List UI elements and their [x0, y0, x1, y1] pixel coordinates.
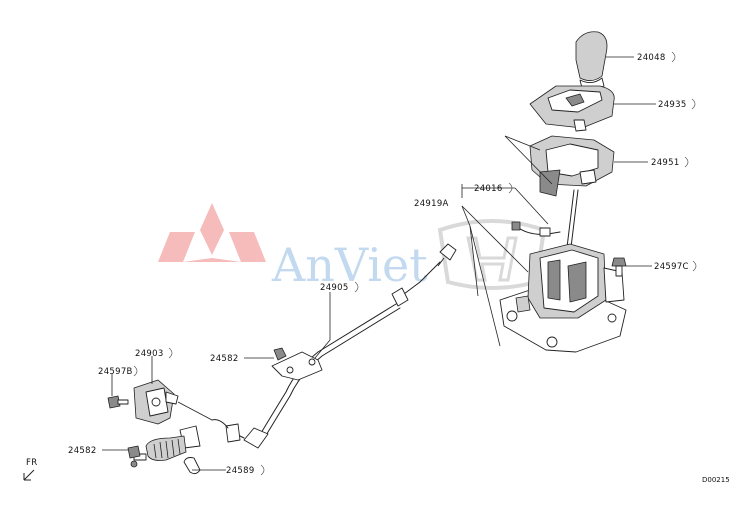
part-number: 24919A: [414, 199, 449, 209]
part-number: 24951: [651, 158, 680, 168]
watermark-logo: [158, 203, 266, 262]
arrow-icon: [23, 469, 35, 481]
label-24016: 24016: [474, 182, 513, 194]
shifter-housing: [499, 243, 627, 353]
shift-knob: [575, 31, 608, 91]
part-number: 24905: [320, 283, 349, 293]
bezel: [529, 135, 615, 197]
sensor-harness: [511, 221, 561, 237]
part-number: 24597B: [98, 367, 133, 377]
label-24905: 24905: [320, 281, 359, 293]
label-24935: 24935: [658, 98, 696, 110]
cable-mount-bracket: [133, 379, 179, 425]
direction-indicator: FR: [23, 458, 37, 481]
part-number: 24582: [210, 354, 239, 364]
part-number: 24597C: [654, 262, 689, 272]
watermark-emblem: [437, 219, 547, 290]
label-24919a: 24919A: [414, 199, 449, 209]
bolt-24597c: [611, 257, 627, 277]
nut-24582-lower: [127, 445, 141, 459]
part-number: 24016: [474, 184, 503, 194]
label-24589: 24589: [226, 464, 265, 476]
label-24903: 24903: [135, 347, 173, 359]
indicator-panel: [529, 85, 615, 132]
part-number: 24935: [658, 100, 687, 110]
label-24951: 24951: [651, 156, 689, 168]
part-number: 24589: [226, 466, 255, 476]
part-number: 24048: [637, 53, 666, 63]
cable-bracket: [271, 351, 323, 381]
clip-24589: [183, 457, 201, 475]
label-24582-upper: 24582: [210, 354, 239, 364]
watermark-text: AnViet: [271, 238, 428, 292]
direction-label: FR: [26, 458, 37, 468]
part-number: 24903: [135, 349, 164, 359]
drawing-code: D00215: [702, 476, 730, 484]
label-24048: 24048: [637, 51, 676, 63]
nut-24582-upper: [273, 347, 287, 361]
label-24597b: 24597B: [98, 365, 138, 377]
part-number: 24582: [68, 446, 97, 456]
bolt-24597b: [107, 395, 129, 409]
label-24597c: 24597C: [654, 260, 697, 272]
label-24582-lower: 24582: [68, 446, 97, 456]
